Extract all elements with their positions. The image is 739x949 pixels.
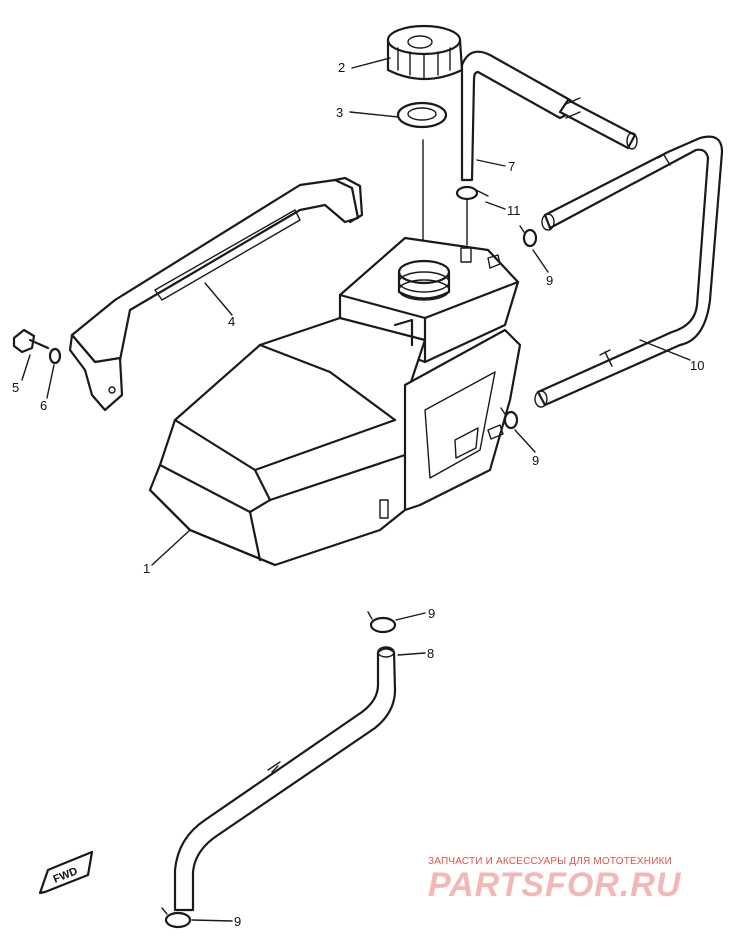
drain-hose <box>173 646 397 912</box>
callout-part-9-c: 9 <box>428 606 435 621</box>
callout-part-9-b: 9 <box>532 453 539 468</box>
callout-part-9-a: 9 <box>546 273 553 288</box>
watermark-brand: PARTSFOR.RU <box>428 866 682 904</box>
callout-part-9-d: 9 <box>234 914 241 929</box>
callout-part-8: 8 <box>427 646 434 661</box>
callout-part-5: 5 <box>12 380 19 395</box>
hose-clip-9-lower-top <box>367 611 397 634</box>
tank-bracket <box>68 176 364 412</box>
washer <box>48 347 62 365</box>
cap-gasket <box>396 101 448 241</box>
hose-clip-9-lower-bottom <box>161 907 192 929</box>
hose-clip-9-upper <box>519 225 538 248</box>
vent-hose <box>460 50 638 182</box>
callout-part-11: 11 <box>507 203 521 218</box>
fuel-tank <box>148 236 522 567</box>
callout-part-6: 6 <box>40 398 47 413</box>
site-watermark: ЗАПЧАСТИ И АКСЕССУАРЫ ДЛЯ МОТОТЕХНИКИ PA… <box>428 856 728 903</box>
bolt <box>12 328 50 354</box>
callout-part-10: 10 <box>690 358 704 373</box>
callout-part-1: 1 <box>143 561 150 576</box>
callout-part-4: 4 <box>228 314 235 329</box>
callout-part-2: 2 <box>338 60 345 75</box>
hose-clip-11 <box>455 185 489 246</box>
overflow-hose <box>534 135 724 408</box>
filler-cap <box>386 24 464 80</box>
callout-part-7: 7 <box>508 159 515 174</box>
leader-lines <box>21 57 691 922</box>
watermark-caption: ЗАПЧАСТИ И АКСЕССУАРЫ ДЛЯ МОТОТЕХНИКИ <box>428 856 673 867</box>
forward-direction-marker: FWD <box>38 850 94 895</box>
callout-part-3: 3 <box>336 105 343 120</box>
callout-numbers: 2 3 4 5 6 7 11 9 9 10 1 9 8 9 <box>12 60 704 929</box>
hose-clip-9-middle <box>500 407 519 430</box>
